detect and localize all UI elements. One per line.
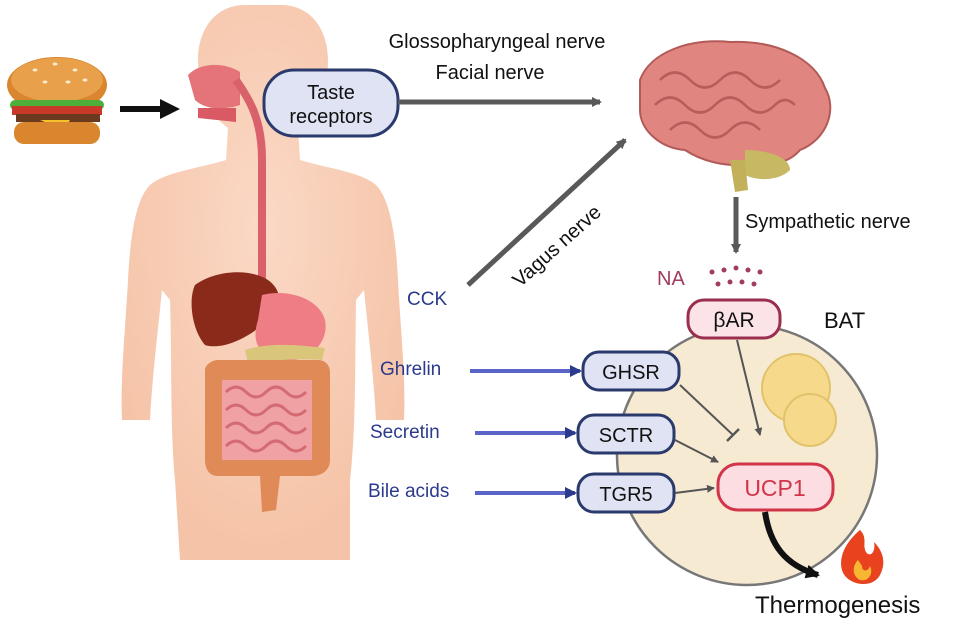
beta-ar-label: βAR xyxy=(713,309,754,332)
ghsr-inhibition-bar xyxy=(726,428,740,442)
bile-acids-label: Bile acids xyxy=(368,481,449,502)
brain-icon xyxy=(639,40,832,192)
ingestion-arrowhead xyxy=(160,99,180,119)
secretin-label: Secretin xyxy=(370,422,440,443)
thermogenesis-arrow xyxy=(762,511,820,579)
taste-receptors-label-1: Taste xyxy=(307,82,355,104)
sctr-node: SCTR xyxy=(576,413,676,455)
na-dots xyxy=(709,265,763,287)
vagus-nerve-label: Vagus nerve xyxy=(509,201,606,291)
na-label: NA xyxy=(657,268,685,290)
ghrelin-label: Ghrelin xyxy=(380,359,441,380)
facial-nerve-label: Facial nerve xyxy=(436,62,545,84)
ucp1-label: UCP1 xyxy=(744,475,805,501)
ghsr-label: GHSR xyxy=(602,362,660,384)
lipid-droplet-icon xyxy=(761,353,837,447)
tgr5-label: TGR5 xyxy=(599,484,652,506)
flame-icon xyxy=(841,530,884,585)
sctr-label: SCTR xyxy=(599,425,653,447)
bar-to-ucp1-arrow xyxy=(736,339,763,436)
beta-ar-node: βAR xyxy=(686,298,782,340)
cck-label: CCK xyxy=(407,289,447,310)
thermogenesis-label: Thermogenesis xyxy=(755,592,920,619)
ucp1-node: UCP1 xyxy=(716,462,835,512)
glossopharyngeal-nerve-label: Glossopharyngeal nerve xyxy=(389,31,606,53)
burger-icon xyxy=(7,57,107,144)
ghsr-inhibition-line xyxy=(679,384,734,436)
ghsr-node: GHSR xyxy=(581,350,681,392)
sympathetic-nerve-label: Sympathetic nerve xyxy=(745,211,911,233)
bat-label: BAT xyxy=(824,308,865,333)
tgr5-to-ucp1-arrow xyxy=(674,484,715,494)
sctr-to-ucp1-arrow xyxy=(674,439,719,463)
vagus-nerve-arrow xyxy=(466,138,627,287)
digestive-tract-icon xyxy=(188,64,330,512)
tgr5-node: TGR5 xyxy=(576,472,676,514)
taste-receptors-label-2: receptors xyxy=(289,106,372,128)
taste-receptors-node: Taste receptors xyxy=(262,68,400,138)
